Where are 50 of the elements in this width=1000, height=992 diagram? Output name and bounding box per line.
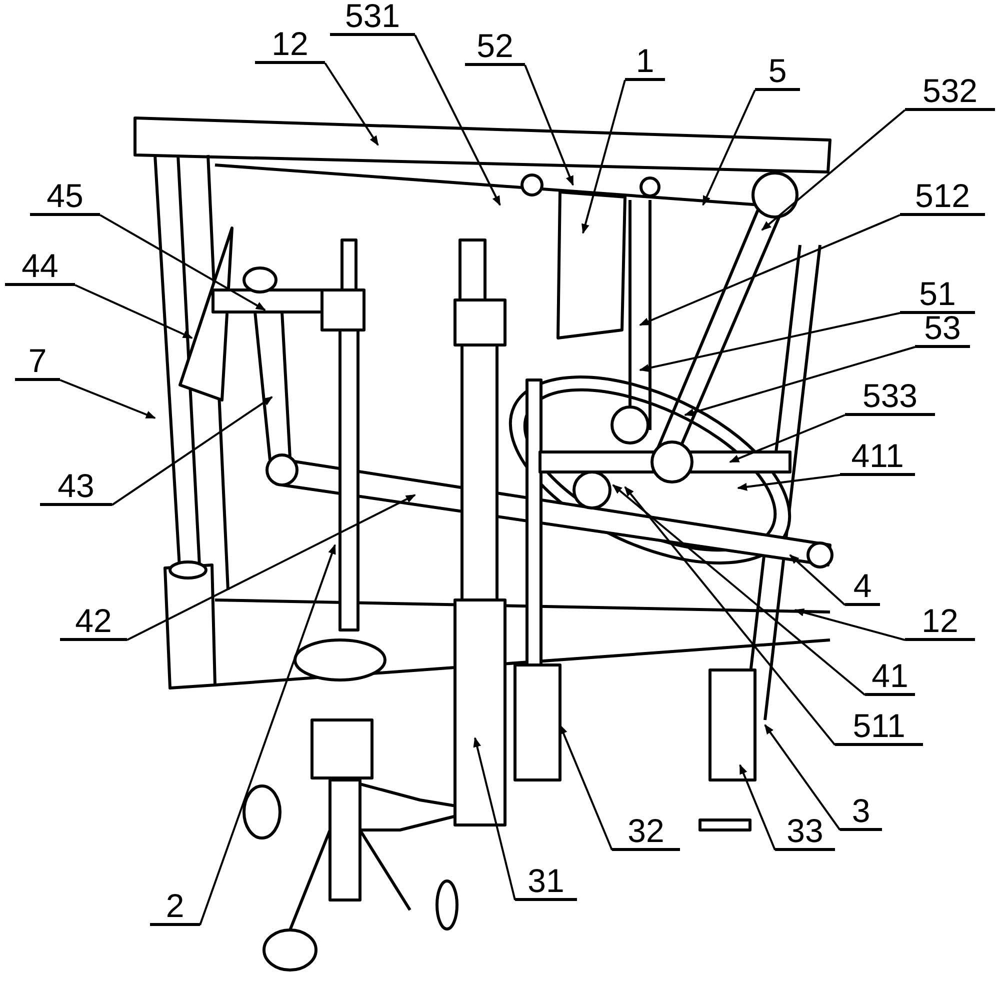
leader-line xyxy=(524,64,574,186)
leader-line xyxy=(764,724,841,831)
leader-line xyxy=(199,544,336,926)
leader-line xyxy=(639,214,900,326)
callout-number: 7 xyxy=(15,345,60,381)
leader-line xyxy=(737,474,840,491)
leader-line xyxy=(789,554,846,606)
leader-line xyxy=(794,608,906,641)
callout-number: 53 xyxy=(915,312,970,348)
callout-number: 532 xyxy=(905,75,995,111)
leader-line xyxy=(60,379,156,419)
leader-line xyxy=(473,737,516,900)
leader-line xyxy=(111,396,273,506)
callout-number: 32 xyxy=(612,815,680,851)
callout-number: 42 xyxy=(60,605,127,641)
callout-number: 41 xyxy=(865,660,915,696)
callout-number: 5 xyxy=(755,55,800,91)
leader-line xyxy=(126,494,416,641)
leader-line xyxy=(74,284,193,339)
leader-line xyxy=(414,34,501,206)
callout-number: 531 xyxy=(330,0,415,36)
callout-number: 51 xyxy=(900,278,975,314)
callout-number: 33 xyxy=(775,815,835,851)
callout-number: 533 xyxy=(845,380,935,416)
callout-number: 43 xyxy=(40,470,112,506)
leader-line xyxy=(100,214,266,311)
callout-number: 1 xyxy=(625,45,665,81)
leader-line xyxy=(559,724,613,850)
leader-line xyxy=(684,346,916,416)
leader-line xyxy=(639,312,900,372)
leader-line xyxy=(612,484,866,696)
leader-line xyxy=(739,764,776,850)
leader-line xyxy=(624,486,836,746)
callout-number: 12 xyxy=(905,605,975,641)
leader-line xyxy=(761,109,906,231)
callout-number: 4 xyxy=(845,570,880,606)
leader-line xyxy=(324,62,379,146)
callout-number: 52 xyxy=(465,30,525,66)
leader-line xyxy=(582,80,626,234)
callout-number: 44 xyxy=(5,250,75,286)
callout-number: 12 xyxy=(255,28,325,64)
callout-number: 3 xyxy=(840,795,882,831)
callout-number: 511 xyxy=(835,710,923,746)
callout-number: 45 xyxy=(30,180,100,216)
callout-number: 512 xyxy=(900,180,985,216)
leader-line xyxy=(702,90,756,206)
callout-number: 31 xyxy=(515,865,577,901)
leader-line xyxy=(729,414,846,463)
callout-number: 411 xyxy=(840,440,915,476)
callout-number: 2 xyxy=(150,890,200,926)
